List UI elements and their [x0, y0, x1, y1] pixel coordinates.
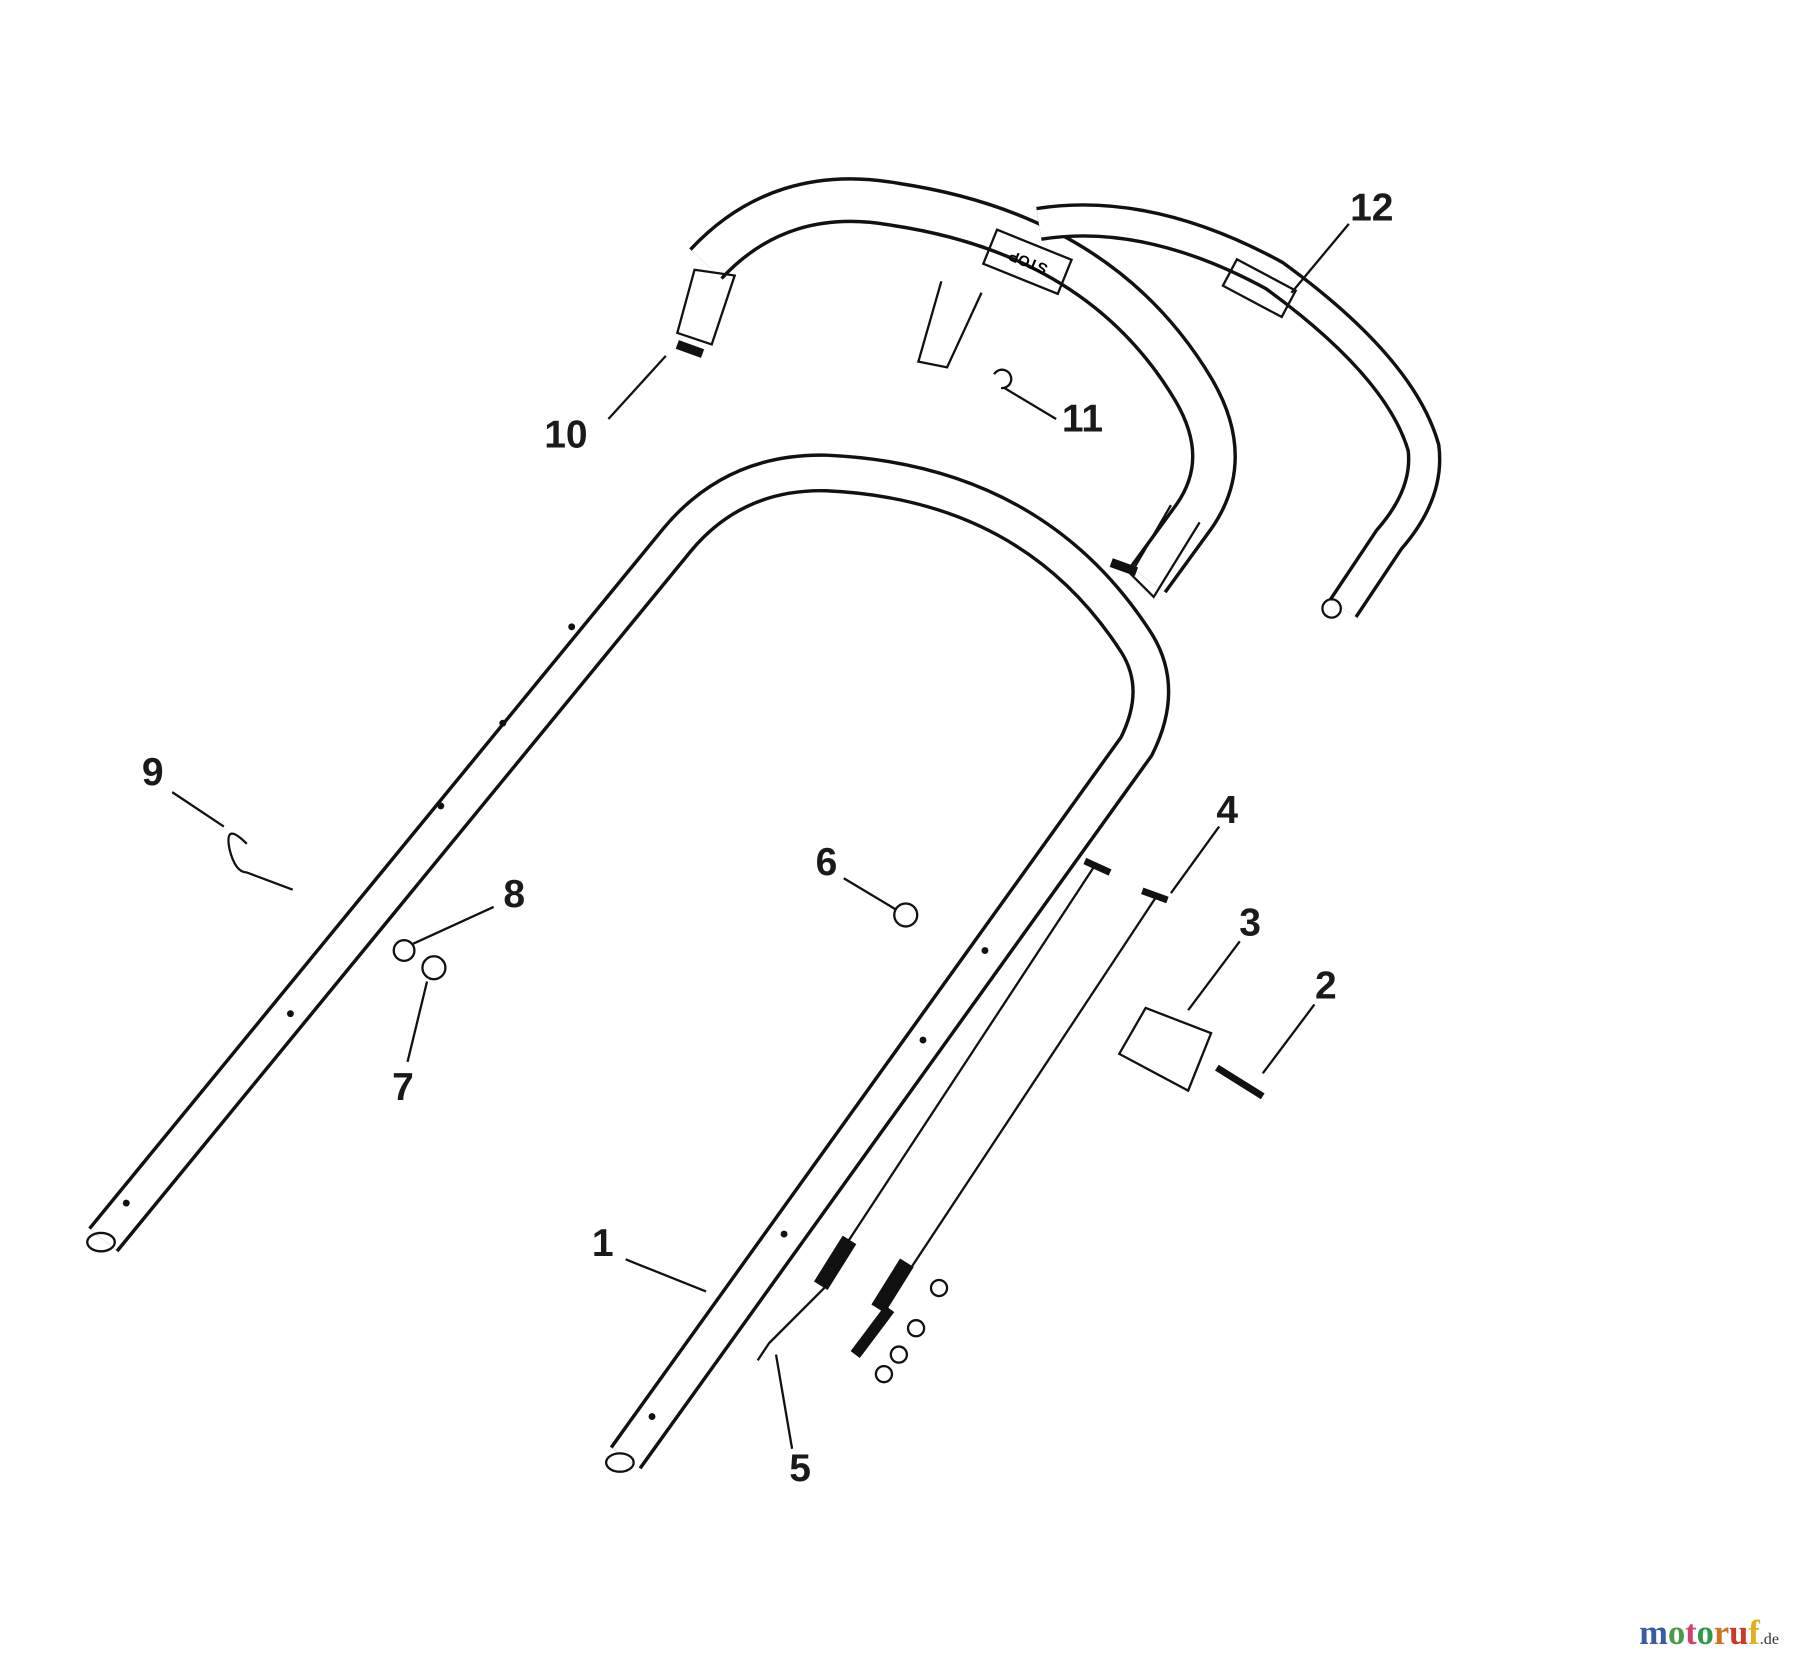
- part-6-nut: [893, 902, 919, 928]
- label-12: 12: [1350, 186, 1393, 229]
- part-9-hook-bolt: [227, 832, 294, 891]
- label-10: 10: [544, 414, 587, 457]
- svg-text:motoruf.de: motoruf.de: [1639, 1614, 1779, 1652]
- lock-washers: [874, 1278, 949, 1384]
- part-8-washer: [392, 939, 416, 963]
- label-4: 4: [1216, 789, 1238, 832]
- part-3-block: [1117, 1006, 1213, 1093]
- label-11: 11: [1062, 398, 1103, 441]
- leader-lines: [171, 223, 1350, 1449]
- label-9: 9: [142, 751, 164, 794]
- part-7-nut: [421, 955, 447, 981]
- label-7: 7: [392, 1066, 414, 1109]
- part-12-bail-bar: [1036, 203, 1442, 619]
- label-3: 3: [1239, 902, 1261, 945]
- part-4-cables: [813, 857, 1169, 1359]
- upper-handle-bar: STOP: [675, 177, 1237, 599]
- motoruf-logo: motoruf.de: [1639, 1614, 1779, 1652]
- label-5: 5: [789, 1447, 811, 1490]
- part-1-lower-handle: [86, 453, 1171, 1473]
- part-2-screw: [1215, 1064, 1265, 1100]
- part-11-clip: [993, 368, 1013, 390]
- label-2: 2: [1315, 965, 1337, 1008]
- part-5-link-rod: [756, 1284, 828, 1361]
- label-8: 8: [503, 873, 525, 916]
- label-6: 6: [816, 841, 838, 884]
- label-1: 1: [592, 1222, 614, 1265]
